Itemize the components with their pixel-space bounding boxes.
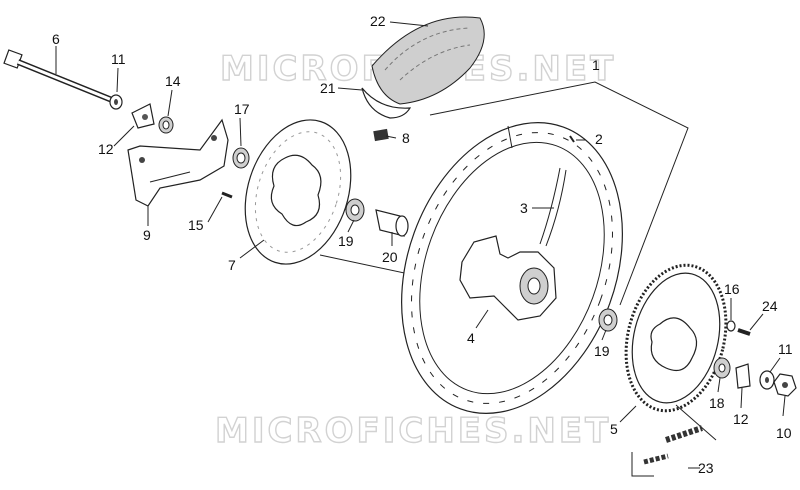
callout-21: 21 [320,80,336,96]
sprocket-part [624,263,728,413]
bearing-part-right [598,308,618,332]
tire-part [371,16,485,105]
nipple-part [569,135,575,143]
caliper-bracket-part [127,118,229,207]
spacer-part-right [713,357,731,379]
callout-15: 15 [188,217,204,233]
callout-10: 10 [776,425,792,441]
callout-23: 23 [698,460,714,476]
callout-6: 6 [52,31,60,47]
callout-19-left: 19 [338,233,354,249]
callout-8: 8 [402,130,410,146]
chain-adjuster-left [131,103,155,129]
callout-labels: 6 11 14 12 17 9 15 7 22 21 8 19 20 1 2 3… [52,13,793,476]
brake-disc-part [244,119,352,265]
disc-screw-part [221,191,233,199]
chain-adjuster-right [735,363,751,389]
sprocket-bolt-part [737,328,751,336]
callout-16: 16 [724,281,740,297]
washer-part-left [109,94,123,110]
callout-2: 2 [595,131,603,147]
callout-11-left: 11 [111,51,126,67]
callout-20: 20 [382,249,398,265]
callout-14: 14 [165,73,181,89]
bearing-part-left [345,198,365,222]
axle-part [3,49,114,103]
spacer-tube-part [375,209,409,237]
seal-part [232,147,250,169]
axle-nut-part [773,373,797,397]
callout-18: 18 [709,395,725,411]
callout-7: 7 [228,257,236,273]
callout-4: 4 [467,330,475,346]
inner-tube-part [361,87,412,119]
hub-part [459,235,557,321]
valve-part [373,128,389,142]
chain-part [631,404,717,477]
spacer-part [158,116,174,134]
callout-19-right: 19 [594,343,610,359]
callout-5: 5 [610,421,618,437]
small-washer-part [726,320,736,332]
callout-24: 24 [762,298,778,314]
leader-lines [55,21,786,469]
callout-17: 17 [234,101,250,117]
callout-11-right: 11 [778,341,793,357]
callout-1: 1 [592,57,600,73]
washer-part-right [759,370,775,390]
callout-12-left: 12 [98,141,114,157]
callout-12-right: 12 [733,411,749,427]
watermark-bottom: MICROFICHES.NET [215,411,611,451]
callout-3: 3 [520,200,528,216]
callout-9: 9 [143,227,151,243]
callout-22: 22 [370,13,386,29]
